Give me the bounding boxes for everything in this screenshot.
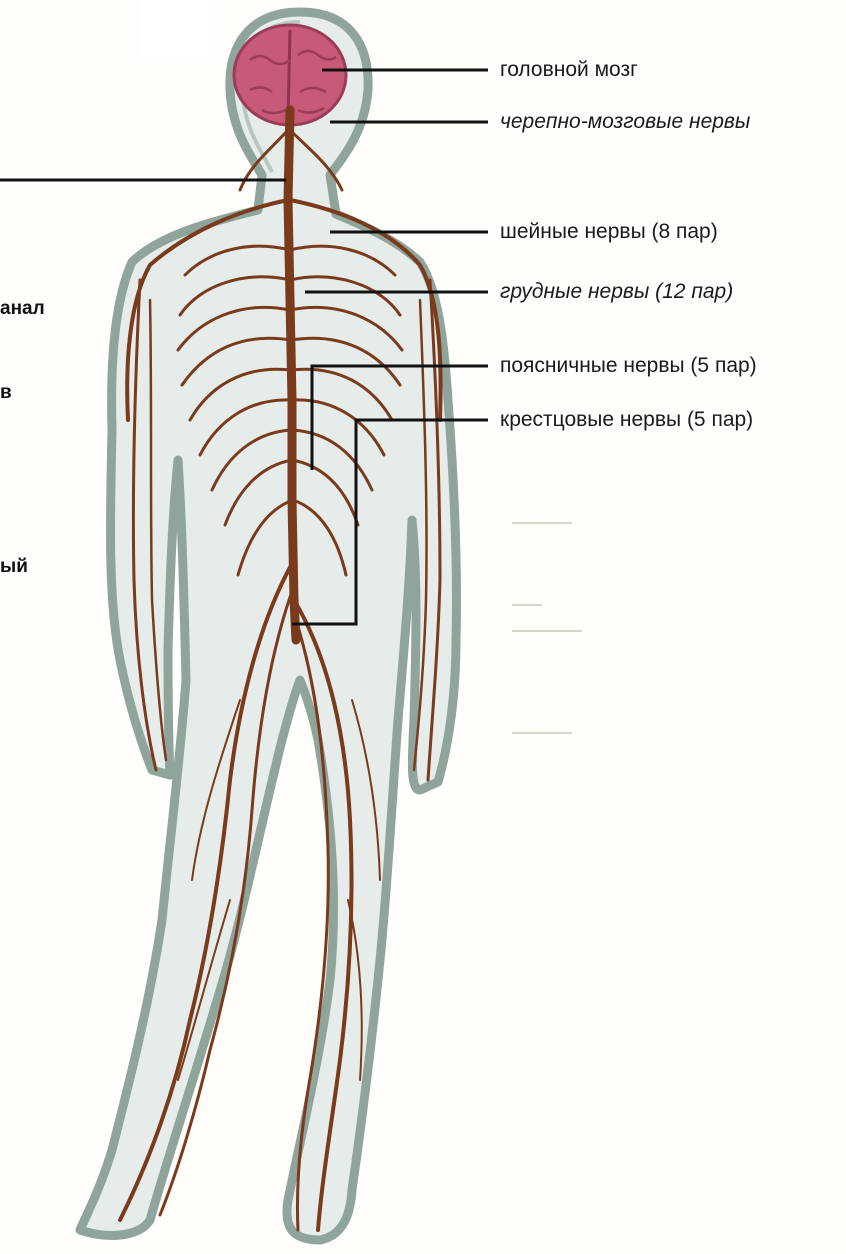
- faint-mark: [512, 522, 572, 524]
- label-cervical-nerves: шейные нервы (8 пар): [500, 220, 718, 244]
- cropped-label-fragment: ый: [0, 556, 28, 578]
- label-thoracic-nerves: грудные нервы (12 пар): [500, 280, 733, 304]
- cropped-label-fragment: анал: [0, 298, 45, 320]
- label-sacral-nerves: крестцовые нервы (5 пар): [500, 408, 753, 432]
- faint-mark: [512, 732, 572, 734]
- label-brain: головной мозг: [500, 58, 638, 82]
- label-cranial-nerves: черепно-мозговые нервы: [500, 110, 750, 134]
- faint-mark: [512, 630, 582, 632]
- brain-fissure: [288, 30, 290, 118]
- cropped-label-fragment: в: [0, 382, 12, 404]
- faint-mark: [512, 604, 542, 606]
- label-lumbar-nerves: поясничные нервы (5 пар): [500, 354, 757, 378]
